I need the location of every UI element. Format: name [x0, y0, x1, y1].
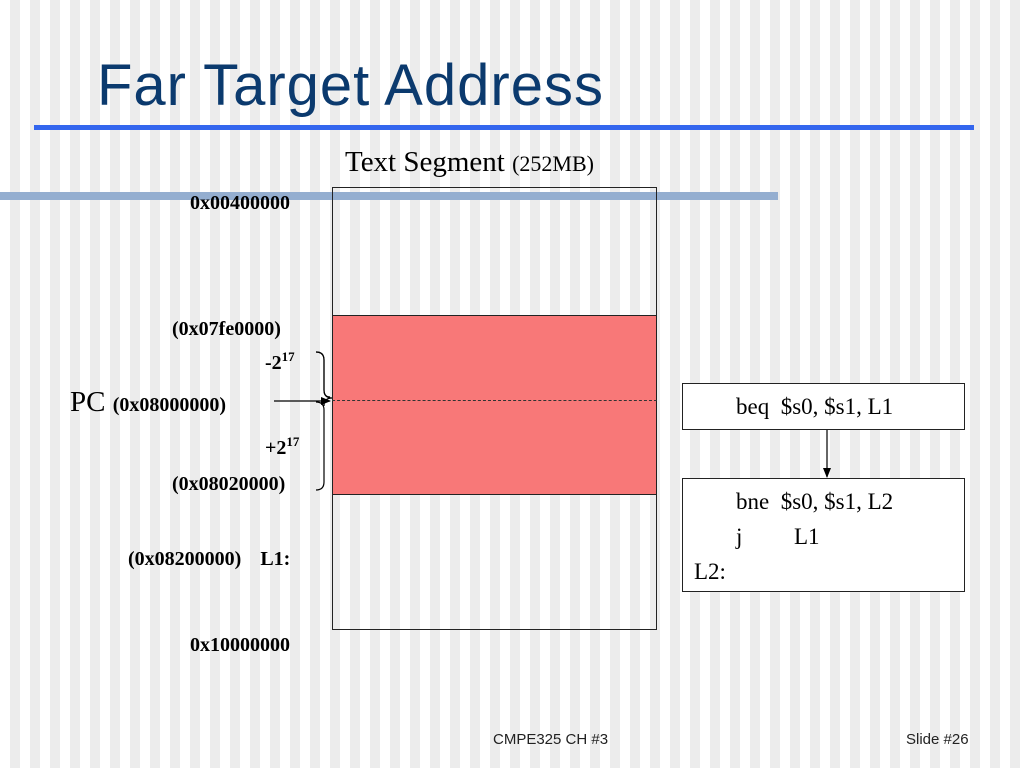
pc-name: PC [70, 386, 106, 418]
code-line-l2: L2: [694, 559, 726, 584]
l1-label: L1: [260, 548, 291, 570]
code-box-transformed: bne $s0, $s1, L2 j L1 L2: [682, 478, 965, 592]
brace-minus-lower [315, 351, 331, 398]
plus-offset-base: +2 [265, 437, 287, 459]
l1-address: (0x08200000) [128, 548, 242, 570]
minus-offset: -217 [265, 349, 295, 375]
address-range-top: (0x07fe0000) [172, 318, 281, 340]
segment-size: (252MB) [512, 151, 594, 176]
pc-address: (0x08000000) [112, 394, 227, 416]
code-line-bne: bne $s0, $s1, L2 [736, 489, 894, 514]
segment-title: Text Segment (252MB) [345, 146, 594, 179]
code-box-original: beq $s0, $s1, L1 [682, 383, 965, 430]
code-line-j-op: j [736, 524, 743, 549]
brace-plus [315, 401, 325, 491]
address-l1: (0x08200000) L1: [128, 548, 290, 571]
pc-label: PC (0x08000000) [70, 386, 226, 419]
plus-offset: +217 [265, 434, 300, 460]
minus-offset-base: -2 [265, 352, 282, 374]
address-range-bottom: (0x08020000) [172, 473, 286, 495]
code-line-j-arg: L1 [794, 524, 820, 549]
plus-offset-exp: 17 [286, 434, 300, 449]
decorative-band [0, 192, 778, 200]
branch-range-region [332, 315, 657, 495]
address-start: 0x00400000 [190, 192, 290, 214]
slide-title: Far Target Address [97, 53, 604, 118]
footer-course: CMPE325 CH #3 [493, 731, 609, 748]
title-underline [34, 125, 974, 130]
address-end: 0x10000000 [190, 634, 290, 656]
code-line-beq: beq $s0, $s1, L1 [736, 394, 894, 419]
minus-offset-exp: 17 [281, 349, 295, 364]
pc-dashed-line [332, 400, 657, 401]
segment-title-text: Text Segment [345, 146, 505, 178]
footer-slide-number: Slide #26 [906, 731, 969, 748]
